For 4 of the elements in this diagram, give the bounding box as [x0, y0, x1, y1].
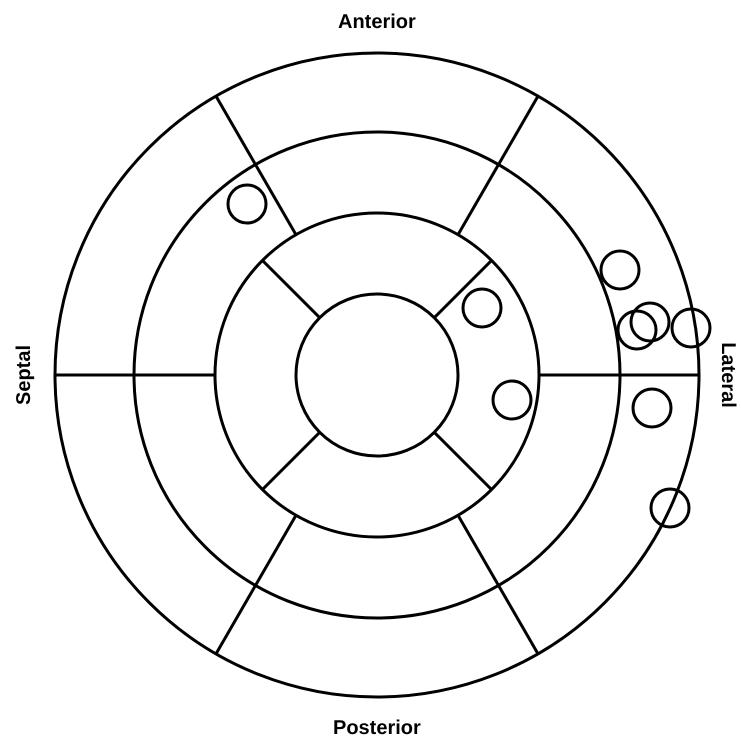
- direction-label: Septal: [14, 344, 34, 406]
- direction-label: Anterior: [338, 12, 416, 32]
- direction-label: Posterior: [333, 718, 421, 738]
- direction-label: Lateral: [718, 342, 738, 408]
